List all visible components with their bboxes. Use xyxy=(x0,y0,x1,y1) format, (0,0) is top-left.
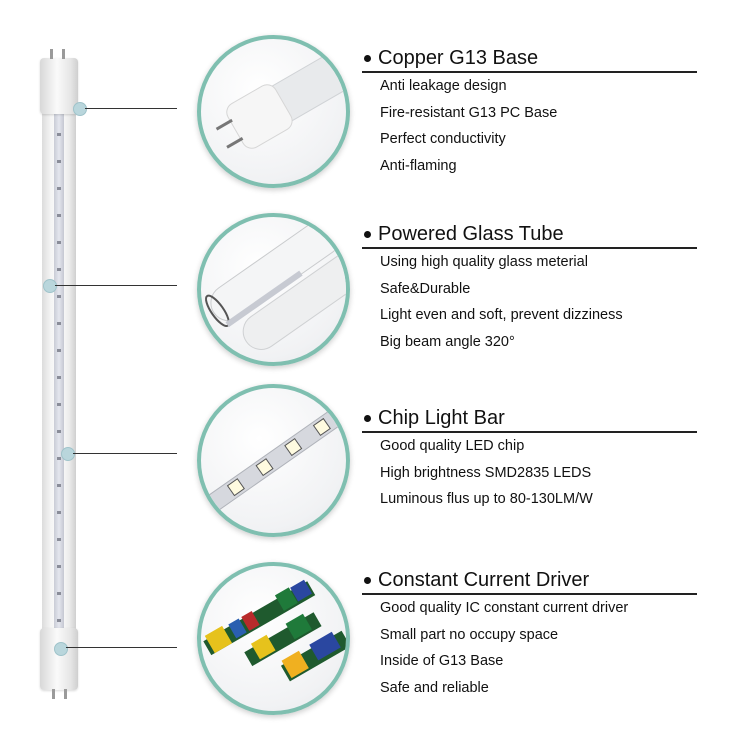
led-chip xyxy=(57,268,61,271)
feature-title: Constant Current Driver xyxy=(362,568,697,595)
tube-end-cap-top xyxy=(40,49,78,114)
tube-end-cap-bottom xyxy=(40,628,78,699)
feature-title: Chip Light Bar xyxy=(362,406,697,433)
bullet-icon xyxy=(364,230,371,238)
led-chip xyxy=(57,592,61,595)
feature-title-text: Copper G13 Base xyxy=(378,47,539,69)
feature-title: Powered Glass Tube xyxy=(362,222,697,249)
callout-line-glass xyxy=(55,285,177,286)
feature-item: High brightness SMD2835 LEDS xyxy=(380,464,592,481)
callout-dot-base xyxy=(73,102,87,116)
callout-dot-glass xyxy=(43,279,57,293)
led-chip xyxy=(57,619,61,622)
detail-image-glass xyxy=(197,213,350,366)
led-chip xyxy=(57,187,61,190)
callout-line-chip xyxy=(73,453,177,454)
feature-item: Good quality LED chip xyxy=(380,438,525,454)
feature-item: Light even and soft, prevent dizziness xyxy=(380,307,623,323)
led-chip xyxy=(57,430,61,433)
feature-item: Good quality IC constant current driver xyxy=(380,600,629,616)
detail-image-base xyxy=(197,35,350,188)
led-chip xyxy=(57,295,61,298)
bullet-icon xyxy=(364,576,371,584)
feature-item: Small part no occupy space xyxy=(380,626,559,643)
led-chip xyxy=(57,565,61,568)
led-strip xyxy=(54,100,64,640)
feature-title: Copper G13 Base xyxy=(362,46,697,73)
feature-glass-tube: Powered Glass Tube Using high quality gl… xyxy=(362,222,697,355)
feature-item: Perfect conductivity xyxy=(380,131,506,147)
feature-item: Inside of G13 Base xyxy=(380,653,504,669)
bullet-icon xyxy=(364,54,371,62)
led-chip xyxy=(57,133,61,136)
feature-title-text: Chip Light Bar xyxy=(378,407,505,429)
feature-item: Using high quality glass meterial xyxy=(380,254,588,270)
led-chip xyxy=(57,241,61,244)
led-chip xyxy=(57,484,61,487)
led-chip xyxy=(57,214,61,217)
feature-item: Big beam angle 320° xyxy=(380,333,515,350)
feature-item: Fire-resistant G13 PC Base xyxy=(380,104,558,121)
feature-title-text: Constant Current Driver xyxy=(378,569,590,591)
feature-item: Anti-flaming xyxy=(380,157,457,174)
feature-constant-current-driver: Constant Current Driver Good quality IC … xyxy=(362,568,697,701)
callout-line-base xyxy=(85,108,177,109)
pin xyxy=(64,689,67,699)
feature-item: Safe&Durable xyxy=(380,280,471,297)
callout-dot-chip xyxy=(61,447,75,461)
led-chip xyxy=(57,403,61,406)
feature-copper-base: Copper G13 Base Anti leakage design Fire… xyxy=(362,46,697,179)
detail-image-driver xyxy=(197,562,350,715)
callout-dot-driver xyxy=(54,642,68,656)
led-chip xyxy=(57,457,61,460)
feature-item: Anti leakage design xyxy=(380,78,507,94)
bullet-icon xyxy=(364,414,371,422)
feature-item: Luminous flus up to 80-130LM/W xyxy=(380,491,593,507)
led-chip xyxy=(57,322,61,325)
pin xyxy=(50,49,53,59)
led-chip xyxy=(57,511,61,514)
pin xyxy=(62,49,65,59)
detail-image-chip xyxy=(197,384,350,537)
callout-line-driver xyxy=(66,647,177,648)
led-chip xyxy=(57,538,61,541)
led-chip xyxy=(57,349,61,352)
feature-item: Safe and reliable xyxy=(380,679,489,696)
led-chip xyxy=(57,160,61,163)
feature-chip-light-bar: Chip Light Bar Good quality LED chip Hig… xyxy=(362,406,697,513)
feature-title-text: Powered Glass Tube xyxy=(378,223,564,245)
led-chip xyxy=(57,376,61,379)
pin xyxy=(52,689,55,699)
